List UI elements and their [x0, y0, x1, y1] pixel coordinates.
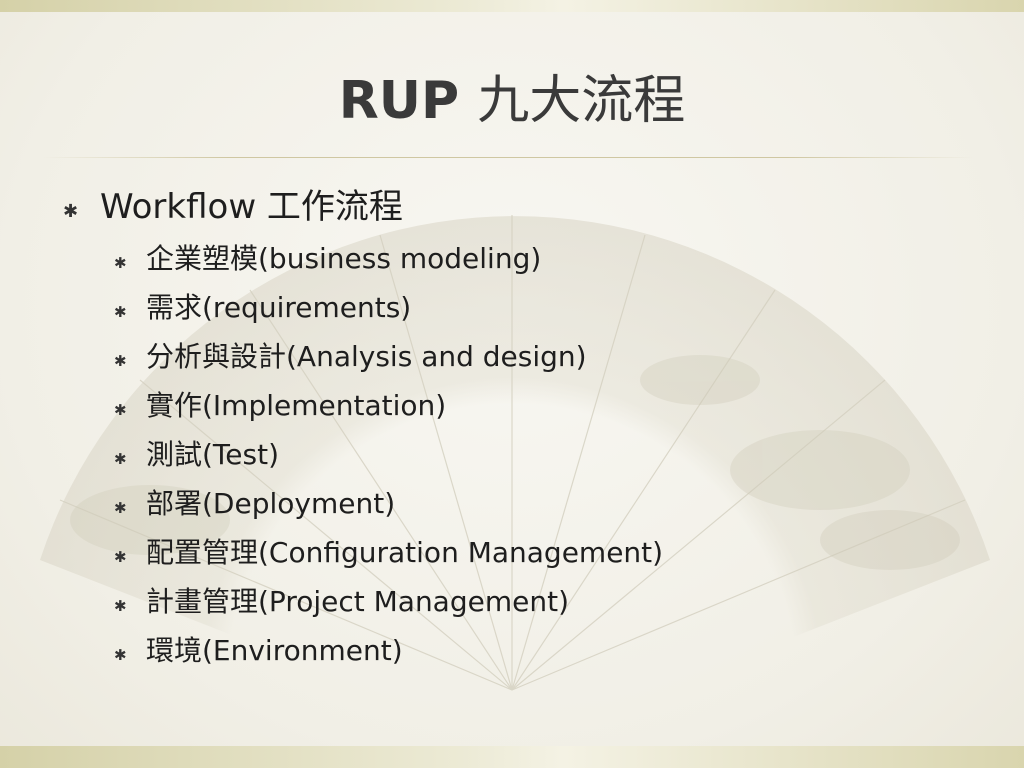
title-cjk: 九大流程: [477, 71, 686, 131]
bullet-asterisk-icon: ✱: [114, 499, 127, 517]
bullet-asterisk-icon: ✱: [114, 548, 127, 566]
sub-bullet: 需求(requirements): [146, 291, 412, 324]
bullet-asterisk-icon: ✱: [114, 352, 127, 370]
slide-title: RUP 九大流程: [0, 58, 1024, 133]
bullet-asterisk-icon: ✱: [114, 646, 127, 664]
bullet-asterisk-icon: ✱: [114, 254, 127, 272]
bullet-asterisk-icon: ✱: [114, 303, 127, 321]
sub-bullet: 測試(Test): [146, 438, 279, 471]
sub-bullet: 實作(Implementation): [146, 389, 447, 422]
sub-bullet: 企業塑模(business modeling): [146, 242, 542, 275]
sub-bullet: 環境(Environment): [146, 634, 403, 667]
bottom-decorative-band: [0, 746, 1024, 768]
top-decorative-band: [0, 0, 1024, 12]
main-bullet: Workflow 工作流程: [100, 187, 403, 227]
bullet-asterisk-icon: ✱: [114, 401, 127, 419]
sub-bullet: 計畫管理(Project Management): [146, 585, 569, 618]
bullet-asterisk-icon: ✱: [114, 597, 127, 615]
title-divider: [42, 157, 974, 158]
bullet-asterisk-icon: ✱: [63, 201, 79, 222]
sub-bullet: 部署(Deployment): [146, 487, 396, 520]
title-latin: RUP: [338, 71, 460, 131]
sub-bullet: 分析與設計(Analysis and design): [146, 340, 587, 373]
sub-bullet: 配置管理(Configuration Management): [146, 536, 664, 569]
bullet-asterisk-icon: ✱: [114, 450, 127, 468]
